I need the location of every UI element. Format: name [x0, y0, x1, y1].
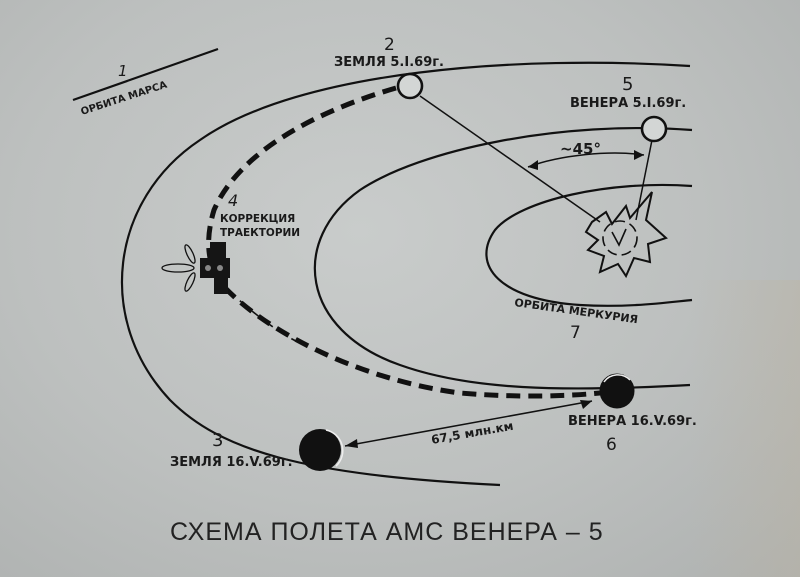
- angle-arrow-left: [528, 160, 538, 170]
- sun-icon: [584, 191, 668, 279]
- angle-arrow-right: [634, 150, 644, 160]
- label-2-number: 2: [384, 35, 395, 55]
- earth-arrival-label: ЗЕМЛЯ 16.V.69г.: [170, 455, 293, 470]
- label-4-number: 4: [228, 191, 238, 210]
- earth-sun-line: [419, 95, 601, 223]
- earth-launch-icon: [396, 72, 424, 100]
- venus-launch-icon: [640, 115, 668, 143]
- correction-label-line2: ТРАЕКТОРИИ: [220, 227, 300, 239]
- angle-arc: [527, 152, 645, 168]
- earth-arrival-icon: [299, 429, 341, 471]
- angle-label: ~45°: [560, 140, 601, 158]
- mercury-orbit: [485, 183, 693, 307]
- distance-line: [344, 400, 593, 447]
- mercury-orbit-label: ОРБИТА МЕРКУРИЯ: [514, 296, 639, 326]
- label-3-number: 3: [212, 430, 223, 451]
- spacecraft-trajectory-thin: [227, 289, 306, 346]
- correction-label-line1: КОРРЕКЦИЯ: [220, 213, 295, 225]
- venus-sun-line: [635, 139, 653, 221]
- spacecraft-icon: [161, 242, 230, 294]
- label-7-number: 7: [570, 323, 581, 343]
- earth-orbit: [120, 61, 691, 487]
- venus-orbit: [313, 127, 693, 390]
- label-5-number: 5: [622, 74, 633, 95]
- distance-arrow-earth: [345, 439, 358, 448]
- label-6-number: 6: [606, 435, 617, 455]
- diagram-title: СХЕМА ПОЛЕТА АМС ВЕНЕРА – 5: [170, 518, 604, 546]
- earth-launch-label: ЗЕМЛЯ 5.I.69г.: [334, 55, 444, 70]
- label-1-number: 1: [118, 62, 128, 80]
- mars-orbit-line: [72, 47, 219, 102]
- distance-arrow-venus: [580, 400, 592, 409]
- venus-arrival-icon: [599, 373, 635, 409]
- venus-arrival-label: ВЕНЕРА 16.V.69г.: [568, 414, 697, 429]
- venus-launch-label: ВЕНЕРА 5.I.69г.: [570, 96, 686, 111]
- mars-orbit-label: ОРБИТА МАРСА: [80, 80, 169, 118]
